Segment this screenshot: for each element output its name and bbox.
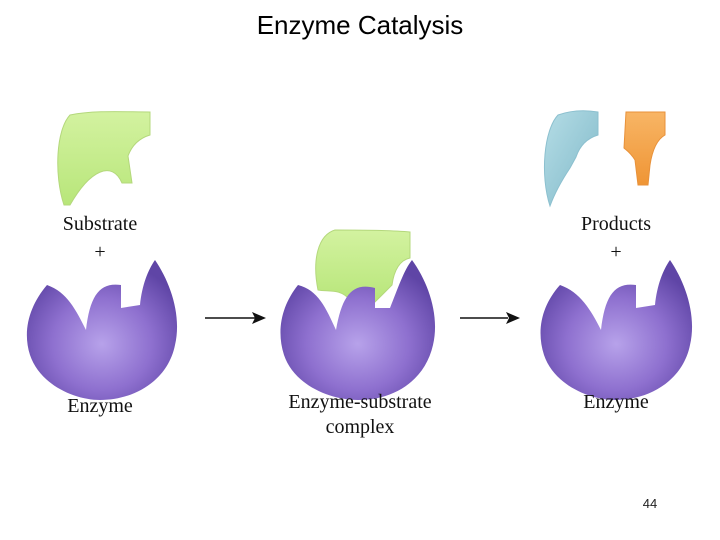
plus-sign-right: + — [610, 241, 622, 263]
enzyme-shape-right — [540, 260, 693, 400]
enzyme-label-left: Enzyme — [67, 395, 133, 417]
complex-substrate-shape — [315, 229, 411, 303]
reaction-arrow-1 — [205, 312, 266, 324]
product-blue-shape — [543, 110, 599, 208]
slide-title: Enzyme Catalysis — [256, 10, 464, 40]
reaction-arrow-2 — [460, 312, 520, 324]
enzyme-shape-left — [26, 260, 178, 400]
substrate-label: Substrate — [62, 213, 138, 235]
page-number: 44 — [642, 496, 658, 511]
products-label: Products — [581, 213, 651, 235]
complex-label-line1: Enzyme-substrate — [288, 391, 432, 413]
plus-sign-left: + — [94, 241, 106, 263]
substrate-shape — [57, 111, 151, 206]
complex-label-line2: complex — [325, 416, 395, 438]
enzyme-label-right: Enzyme — [583, 391, 649, 413]
product-orange-shape — [623, 111, 666, 186]
enzyme-shape-middle — [280, 260, 436, 400]
